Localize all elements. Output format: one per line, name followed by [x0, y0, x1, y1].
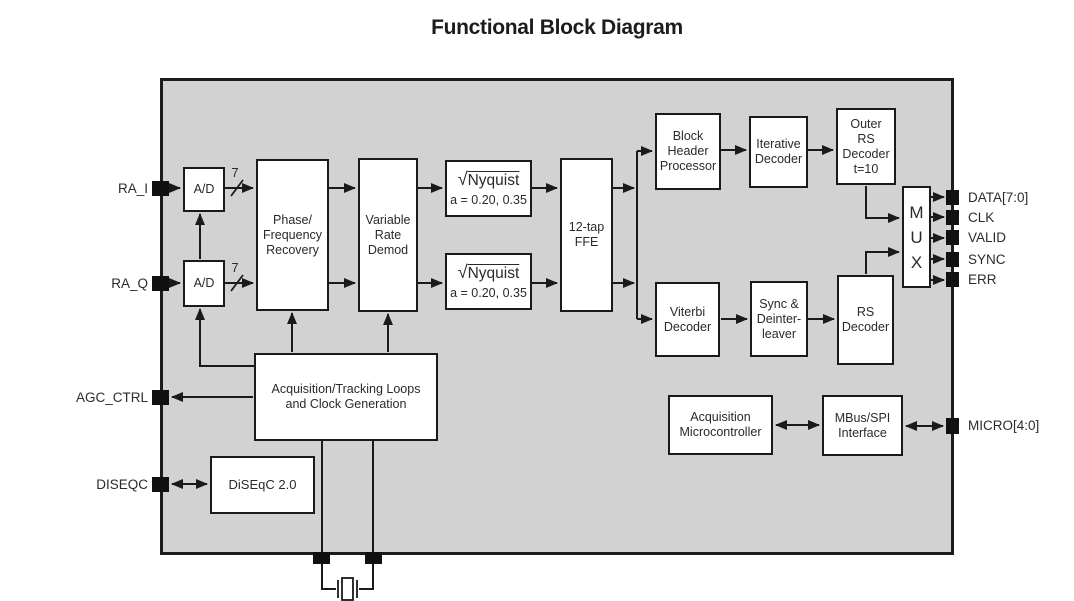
- sqrt-nyquist-filter-q-block: √Nyquist a = 0.20, 0.35: [445, 253, 532, 310]
- sqrt-nyquist-filter-i-block: √Nyquist a = 0.20, 0.35: [445, 160, 532, 217]
- adc-block-q: A/D: [183, 260, 225, 307]
- pin-label-clk: CLK: [968, 210, 995, 225]
- pin-label-ra-i: RA_I: [117, 181, 148, 196]
- block-header-processor-block: Block Header Processor: [655, 113, 721, 190]
- phase-frequency-recovery-block: Phase/ Frequency Recovery: [256, 159, 329, 311]
- viterbi-decoder-block: Viterbi Decoder: [655, 282, 720, 357]
- sqrt-icon: √: [457, 262, 468, 283]
- ffe-block: 12-tap FFE: [560, 158, 613, 312]
- rs-decoder-block: RS Decoder: [837, 275, 894, 365]
- pin-label-agc-ctrl: AGC_CTRL: [75, 390, 148, 405]
- pin-label-sync: SYNC: [968, 252, 1006, 267]
- pin-label-err: ERR: [968, 272, 997, 287]
- pin-label-valid: VALID: [968, 230, 1007, 245]
- bus-width-label-q: 7: [231, 260, 239, 275]
- crystal-oscillator-icon: [337, 577, 358, 601]
- sqrt-icon: √: [457, 169, 468, 190]
- iterative-decoder-block: Iterative Decoder: [749, 116, 808, 188]
- pin-label-micro: MICRO[4:0]: [968, 418, 1040, 433]
- bus-width-label-i: 7: [231, 165, 239, 180]
- diseqc-block: DiSEqC 2.0: [210, 456, 315, 514]
- sync-deinterleaver-block: Sync & Deinter- leaver: [750, 281, 808, 357]
- mbus-spi-interface-block: MBus/SPI Interface: [822, 395, 903, 456]
- acquisition-microcontroller-block: Acquisition Microcontroller: [668, 395, 773, 455]
- acquisition-tracking-loops-block: Acquisition/Tracking Loops and Clock Gen…: [254, 353, 438, 441]
- pin-label-ra-q: RA_Q: [111, 276, 148, 291]
- variable-rate-demod-block: Variable Rate Demod: [358, 158, 418, 312]
- pin-label-data: DATA[7:0]: [968, 190, 1029, 205]
- outer-rs-decoder-block: Outer RS Decoder t=10: [836, 108, 896, 185]
- mux-block: M U X: [902, 186, 931, 288]
- pin-label-diseqc: DISEQC: [96, 477, 148, 492]
- page-title: Functional Block Diagram: [431, 16, 683, 39]
- adc-block-i: A/D: [183, 167, 225, 212]
